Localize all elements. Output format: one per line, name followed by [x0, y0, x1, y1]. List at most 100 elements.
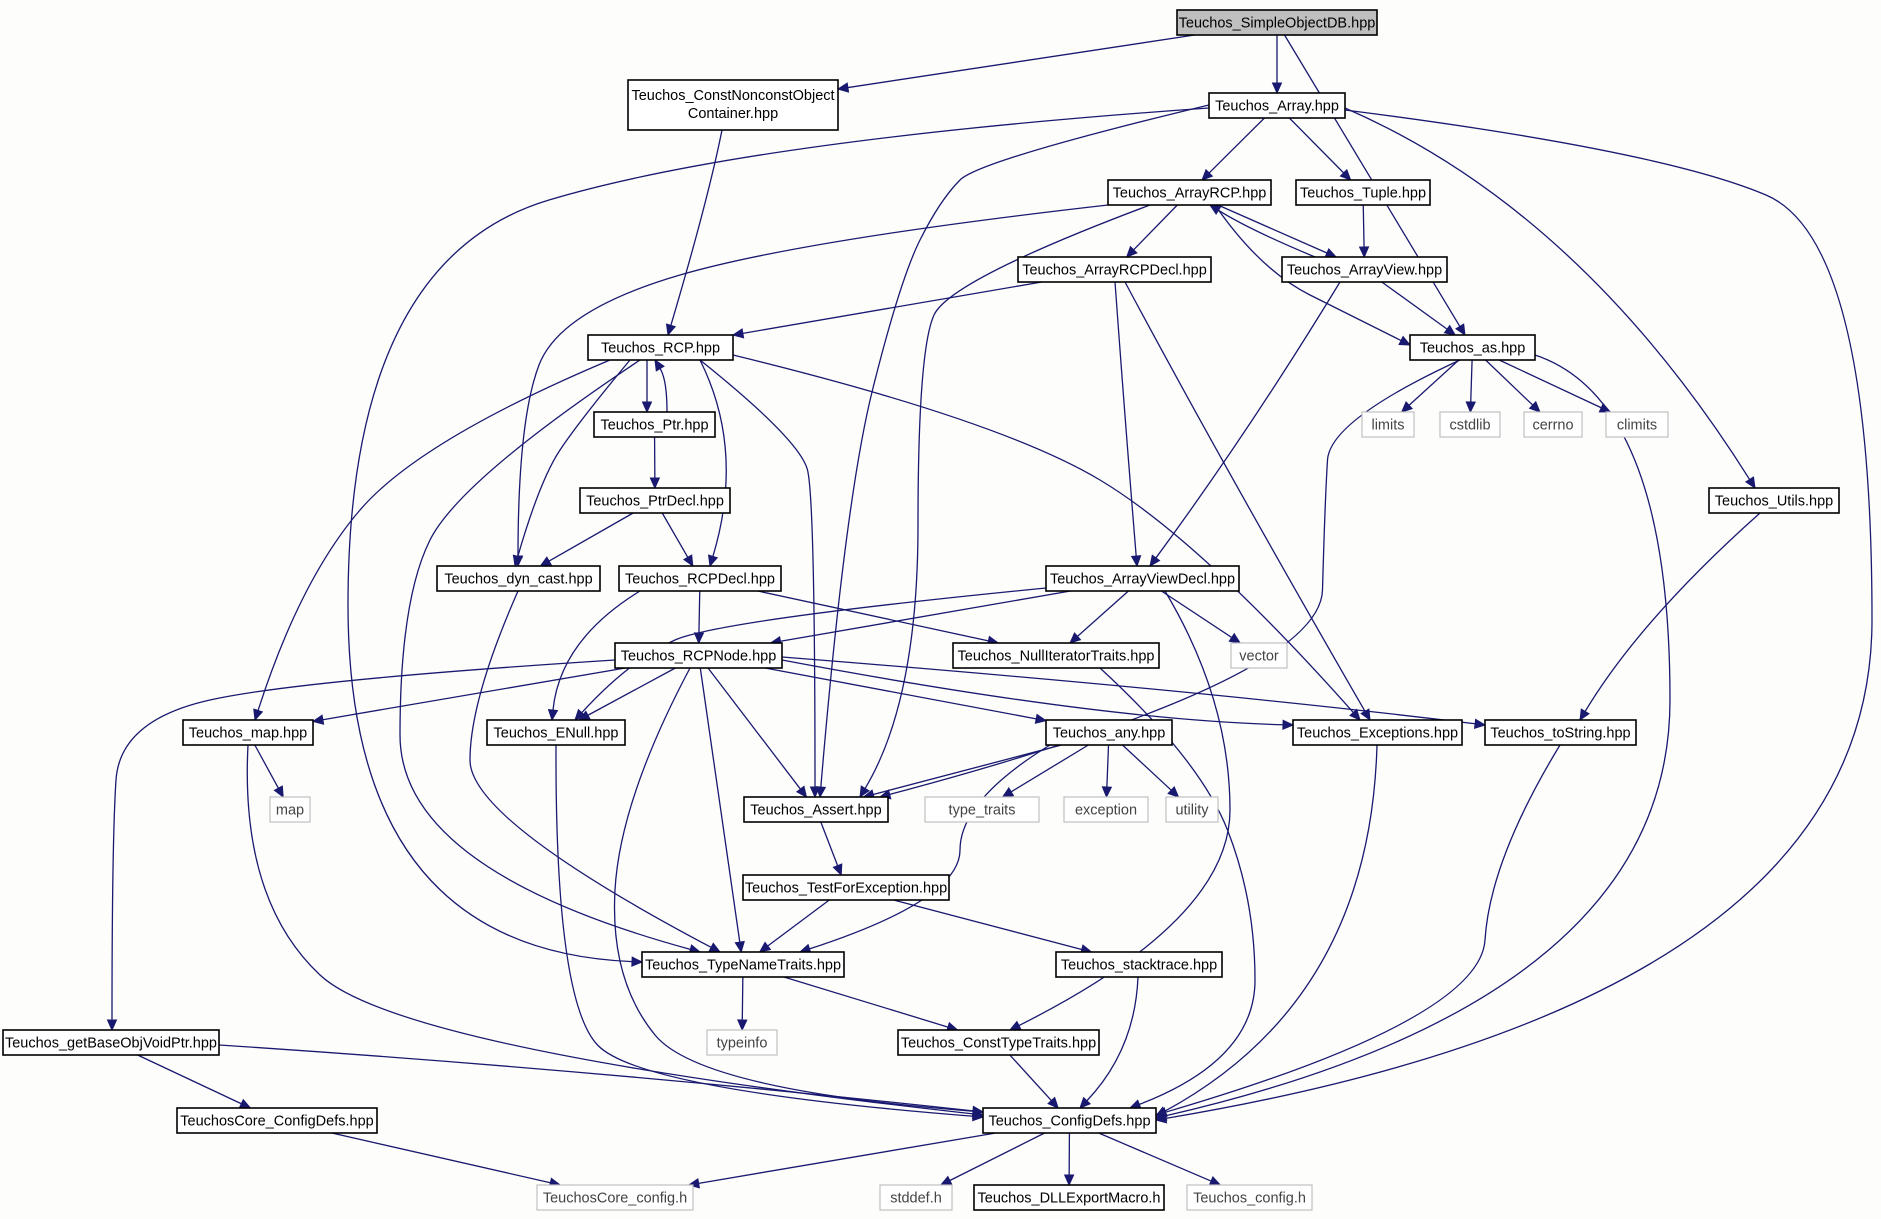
- node-label: Teuchos_ENull.hpp: [494, 726, 619, 742]
- node-box: [536, 1184, 694, 1211]
- edge-rcp-to-exceptions: [732, 354, 1361, 721]
- node-arrayrcpdecl[interactable]: Teuchos_ArrayRCPDecl.hpp: [1017, 256, 1212, 283]
- edge-line: [517, 204, 1109, 557]
- node-array[interactable]: Teuchos_Array.hpp: [1208, 92, 1346, 119]
- node-any[interactable]: Teuchos_any.hpp: [1045, 719, 1173, 746]
- node-label: Teuchos_map.hpp: [189, 726, 308, 742]
- node-as[interactable]: Teuchos_as.hpp: [1409, 334, 1536, 361]
- arrowhead: [809, 786, 821, 799]
- arrowhead: [1154, 1106, 1168, 1118]
- node-rcpnode[interactable]: Teuchos_RCPNode.hpp: [614, 642, 783, 669]
- node-box: [579, 487, 731, 514]
- edge-typenametraits-to-consttypetraits: [783, 976, 959, 1032]
- node-testforexc[interactable]: Teuchos_TestForException.hpp: [742, 874, 950, 901]
- edge-as-to-cstdlib: [1465, 359, 1477, 414]
- node-rcpdecl[interactable]: Teuchos_RCPDecl.hpp: [618, 565, 782, 592]
- node-arrayview[interactable]: Teuchos_ArrayView.hpp: [1281, 256, 1448, 283]
- edge-rcp-to-map_hpp: [253, 359, 611, 722]
- edge-line: [732, 354, 1354, 713]
- arrowhead: [971, 1105, 985, 1117]
- edge-line: [820, 104, 1210, 788]
- edge-arrayrcp-to-as: [1214, 204, 1412, 346]
- arrowhead: [1465, 401, 1477, 414]
- node-box: [706, 1029, 778, 1056]
- node-box: [1017, 256, 1212, 283]
- arrowhead: [547, 709, 559, 722]
- edge-line: [1155, 281, 1341, 559]
- edge-rcpdecl-to-nulliter: [757, 590, 1000, 646]
- node-utils[interactable]: Teuchos_Utils.hpp: [1708, 487, 1840, 514]
- edge-any-to-utility: [1122, 744, 1180, 798]
- node-ptr[interactable]: Teuchos_Ptr.hpp: [593, 411, 716, 438]
- node-nulliter[interactable]: Teuchos_NullIteratorTraits.hpp: [952, 642, 1160, 669]
- node-dyncast[interactable]: Teuchos_dyn_cast.hpp: [436, 565, 601, 592]
- node-configdefs[interactable]: Teuchos_ConfigDefs.hpp: [982, 1107, 1157, 1134]
- edge-line: [218, 1044, 974, 1112]
- node-label: Teuchos_ArrayViewDecl.hpp: [1050, 572, 1235, 588]
- node-tuple[interactable]: Teuchos_Tuple.hpp: [1295, 179, 1431, 206]
- node-tostring[interactable]: Teuchos_toString.hpp: [1484, 719, 1637, 746]
- node-box: [1295, 179, 1431, 206]
- edge-getbaseobj-to-configdefs: [218, 1044, 985, 1117]
- node-label: cerrno: [1532, 418, 1573, 434]
- node-label: Teuchos_Array.hpp: [1215, 99, 1339, 115]
- arrowhead: [654, 358, 665, 372]
- node-map_hpp[interactable]: Teuchos_map.hpp: [182, 719, 314, 746]
- edge-line: [893, 899, 1082, 951]
- edge-rcpnode-to-any: [765, 667, 1048, 724]
- edge-line: [1133, 204, 1178, 251]
- node-exceptions[interactable]: Teuchos_Exceptions.hpp: [1292, 719, 1463, 746]
- node-label: typeinfo: [717, 1036, 768, 1052]
- arrowhead: [1069, 632, 1082, 644]
- arrowhead: [836, 82, 850, 93]
- edge-line: [552, 590, 641, 711]
- edge-testforexc-to-typenametraits: [758, 899, 830, 953]
- edge-rcpnode-to-map_hpp: [311, 667, 626, 725]
- node-box: [1045, 565, 1240, 592]
- node-box: [2, 1029, 220, 1056]
- node-simpleobjectdb[interactable]: Teuchos_SimpleObjectDB.hpp: [1176, 9, 1378, 36]
- edge-line: [555, 744, 974, 1117]
- node-cerrno: cerrno: [1523, 411, 1583, 438]
- node-arrayviewdecl[interactable]: Teuchos_ArrayViewDecl.hpp: [1045, 565, 1240, 592]
- node-ptrdecl[interactable]: Teuchos_PtrDecl.hpp: [579, 487, 731, 514]
- node-label: Teuchos_TestForException.hpp: [745, 881, 947, 897]
- node-box: [614, 642, 783, 669]
- node-assert[interactable]: Teuchos_Assert.hpp: [743, 796, 889, 823]
- node-box: [1107, 179, 1272, 206]
- edge-line: [1288, 117, 1345, 174]
- edge-any-to-typenametraits: [798, 744, 1051, 954]
- node-label: Teuchos_RCPDecl.hpp: [625, 572, 775, 588]
- node-stddef: stddef.h: [879, 1184, 953, 1211]
- arrowhead: [641, 401, 653, 414]
- node-typeinfo: typeinfo: [706, 1029, 778, 1056]
- node-label: Teuchos_Assert.hpp: [750, 803, 881, 819]
- arrowhead: [1201, 168, 1214, 181]
- node-coreconfigdefs[interactable]: TeuchosCore_ConfigDefs.hpp: [176, 1107, 378, 1134]
- edge-array-to-arrayrcp: [1201, 117, 1265, 181]
- edge-line: [1165, 109, 1873, 1119]
- edge-getbaseobj-to-coreconfigdefs: [137, 1054, 252, 1109]
- edge-arrayrcp-to-arrayrcpdecl: [1125, 204, 1178, 258]
- node-dllexport[interactable]: Teuchos_DLLExportMacro.h: [973, 1184, 1165, 1211]
- arrowhead: [1063, 1174, 1075, 1187]
- arrowhead: [1101, 786, 1113, 799]
- edge-line: [347, 107, 1210, 963]
- node-consttypetraits[interactable]: Teuchos_ConstTypeTraits.hpp: [897, 1029, 1100, 1056]
- node-rcp[interactable]: Teuchos_RCP.hpp: [587, 334, 734, 361]
- edge-line: [1124, 281, 1366, 712]
- arrowhead: [1125, 245, 1138, 258]
- node-exception: exception: [1063, 796, 1149, 823]
- node-arrayrcp[interactable]: Teuchos_ArrayRCP.hpp: [1107, 179, 1272, 206]
- arrowhead: [311, 714, 325, 725]
- node-typenametraits[interactable]: Teuchos_TypeNameTraits.hpp: [641, 951, 845, 978]
- node-enull[interactable]: Teuchos_ENull.hpp: [486, 719, 626, 746]
- arrowhead: [708, 942, 722, 953]
- node-label: Teuchos_PtrDecl.hpp: [586, 494, 724, 510]
- arrowhead: [1282, 719, 1295, 730]
- edge-rcp-to-rcpdecl: [699, 359, 727, 568]
- node-stacktrace[interactable]: Teuchos_stacktrace.hpp: [1055, 951, 1223, 978]
- node-getbaseobj[interactable]: Teuchos_getBaseObjVoidPtr.hpp: [2, 1029, 220, 1056]
